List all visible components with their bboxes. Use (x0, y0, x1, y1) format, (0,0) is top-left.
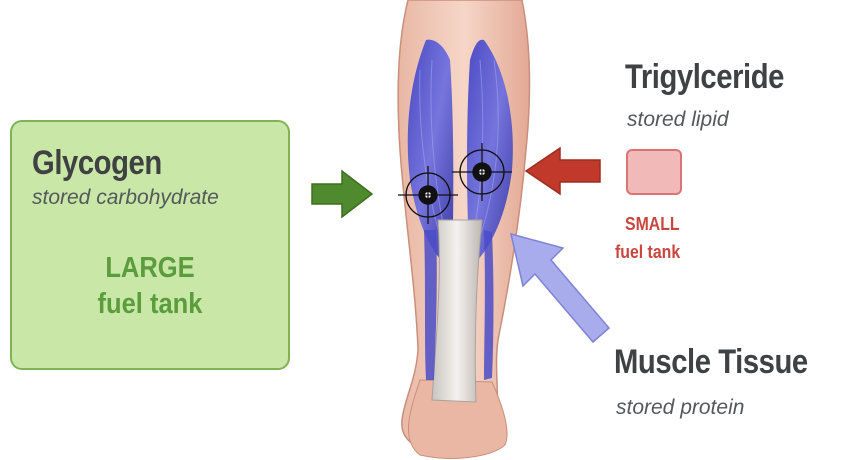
large-tank-label-line1: LARGE (27, 250, 273, 286)
glycogen-subtitle: stored carbohydrate (32, 186, 219, 210)
triglyceride-title: Trigylceride (625, 58, 784, 97)
glycogen-box: Glycogen stored carbohydrate LARGE fuel … (10, 120, 290, 370)
muscle-tissue-title: Muscle Tissue (614, 343, 808, 382)
large-tank-label-line2: fuel tank (27, 286, 273, 322)
triglyceride-subtitle: stored lipid (627, 108, 729, 132)
small-tank-label-line2: fuel tank (615, 242, 680, 263)
muscle-tissue-arrow-icon (505, 228, 615, 348)
glycogen-title: Glycogen (32, 144, 162, 183)
achilles-tendon (432, 220, 482, 402)
triglyceride-arrow-icon (524, 146, 602, 196)
triglyceride-swatch (626, 149, 682, 195)
glycogen-arrow-icon (310, 168, 374, 220)
small-tank-label-line1: SMALL (625, 214, 680, 235)
muscle-tissue-subtitle: stored protein (616, 396, 744, 420)
